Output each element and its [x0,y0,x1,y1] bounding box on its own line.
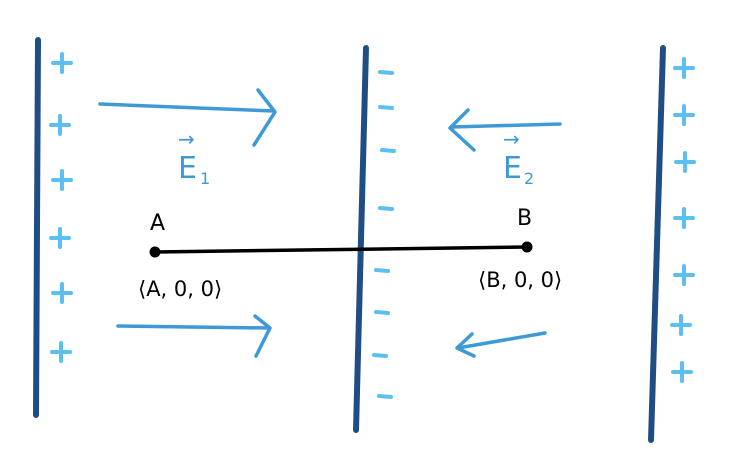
minus-charge-icon [378,70,394,75]
minus-charge-icon [378,105,394,110]
minus-charge-icon [374,268,390,273]
point-a-label: A [150,211,165,236]
svg-text:E: E [503,151,522,186]
svg-text:1: 1 [200,169,210,188]
plus-charge-icon [673,207,695,229]
point-b-dot [521,241,533,253]
plus-charge-icon [49,114,71,136]
coord-a-label: ⟨A, 0, 0⟩ [138,277,222,301]
point-a-dot [149,246,161,258]
plus-charge-icon [51,282,73,304]
plus-charge-icon [49,227,71,249]
minus-charge-icon [378,206,394,211]
plus-charge-icon [51,52,73,74]
field-label-e2: → E 2 [503,127,534,188]
plus-charge-icon [50,341,72,363]
field-arrow-e1-bottom [116,314,272,358]
field-label-e1: → E 1 [178,127,210,188]
line-ab [154,245,528,254]
plus-charge-icon [671,361,693,383]
minus-charge-icon [372,353,388,358]
point-b-label: B [517,206,532,231]
minus-charge-icon [377,394,393,399]
vector-arrow-icon: → [503,127,520,151]
plus-charge-icon [673,264,695,286]
field-arrow-e2-bottom [455,331,547,358]
right-plate [648,45,666,443]
svg-text:2: 2 [524,169,534,188]
plus-charge-icon [673,57,695,79]
minus-charge-icon [374,310,390,315]
middle-plate [353,45,369,433]
field-arrow-e1-top [98,88,277,147]
field-arrow-e2-top [448,108,562,152]
plus-charge-icon [673,104,695,126]
plus-charge-icon [674,151,696,173]
svg-text:E: E [178,151,197,186]
minus-charge-icon [380,148,396,153]
coord-b-label: ⟨B, 0, 0⟩ [478,268,562,292]
plus-charge-icon [51,169,73,191]
vector-arrow-icon: → [178,127,195,151]
left-plate [33,37,41,418]
segment-ab: A B ⟨A, 0, 0⟩ ⟨B, 0, 0⟩ [138,206,562,301]
plus-charge-icon [670,314,692,336]
